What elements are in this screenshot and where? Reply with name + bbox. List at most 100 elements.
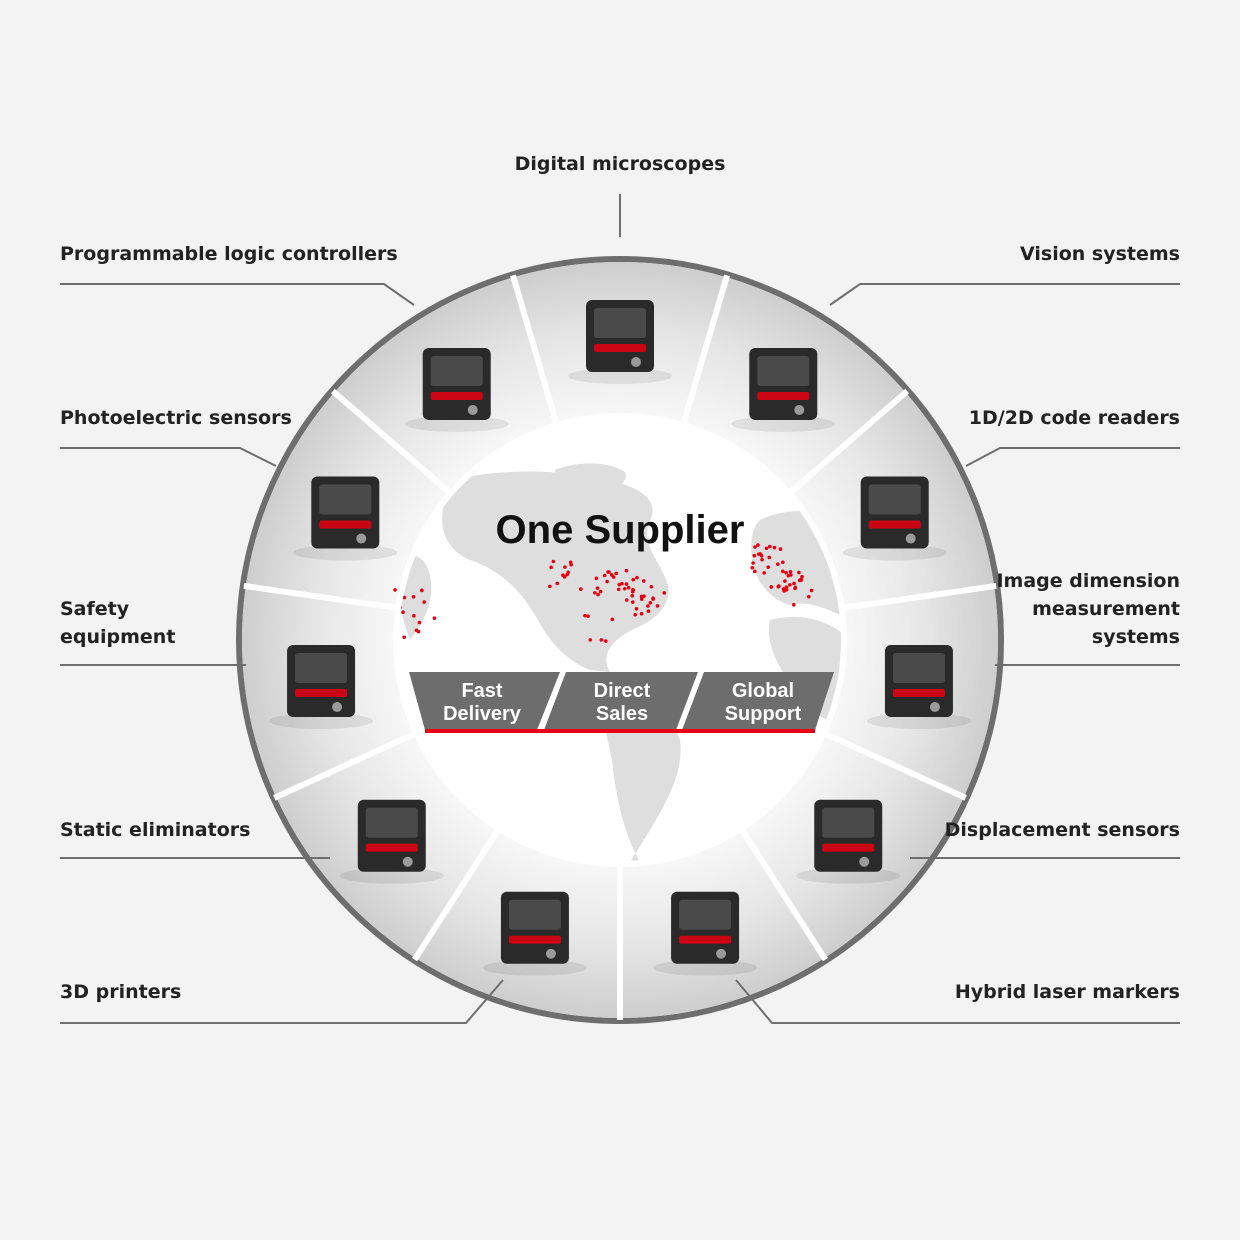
leader-lines [60, 194, 1180, 1024]
separator [330, 388, 453, 496]
office-dot [432, 616, 437, 620]
label-line: Hybrid laser markers [955, 981, 1180, 1003]
separator [243, 582, 399, 612]
office-dot [630, 593, 635, 598]
office-dot [752, 569, 757, 574]
office-dot [605, 579, 609, 584]
office-dot [762, 571, 766, 575]
office-dot [760, 557, 764, 562]
separator [841, 582, 997, 612]
office-dot [662, 591, 667, 595]
office-dot [594, 576, 599, 581]
office-dot [783, 579, 787, 583]
pillar-global-support-bg [682, 672, 834, 730]
office-dot [630, 600, 635, 604]
office-dot [569, 562, 573, 567]
office-dot [555, 581, 560, 586]
separator [510, 274, 560, 426]
office-dot [784, 570, 788, 575]
office-dot [393, 588, 397, 592]
office-dot [759, 553, 764, 558]
center-title: One Supplier [496, 508, 745, 552]
office-dot [624, 568, 629, 573]
pillar-global-support: Global Support [682, 672, 834, 730]
office-dot [756, 543, 760, 547]
office-dot [548, 584, 552, 589]
office-dot [586, 614, 590, 618]
office-dot [614, 571, 618, 576]
plc-icon [404, 347, 509, 432]
map-africa [769, 617, 842, 723]
office-dot [806, 594, 811, 599]
office-dot [782, 589, 787, 593]
label-digital-microscopes: Digital microscopes [515, 153, 726, 175]
office-dot [753, 545, 757, 549]
office-dot [767, 555, 772, 560]
office-dot [624, 582, 629, 586]
office-dot [655, 604, 660, 608]
pillar-fast-delivery-line2: Delivery [443, 703, 522, 725]
office-dot [634, 606, 639, 611]
office-dot [788, 583, 792, 587]
separator [273, 730, 418, 801]
label-line: 3D printers [60, 981, 181, 1003]
office-dot [750, 565, 755, 570]
pillar-direct-sales-line2: Sales [596, 703, 648, 725]
separator [787, 388, 910, 496]
office-dot [598, 589, 603, 594]
pillar-fast-delivery-line1: Fast [461, 680, 502, 702]
office-dot [788, 569, 793, 574]
office-dot [642, 594, 646, 599]
office-dot [402, 595, 407, 600]
office-dot [593, 590, 597, 595]
label-line: 1D/2D code readers [969, 407, 1180, 429]
office-dot [420, 588, 424, 593]
office-dot [579, 587, 583, 591]
leader-plc [60, 283, 415, 306]
office-dot [651, 597, 655, 601]
office-dot [635, 575, 639, 580]
label-line: Safety [60, 598, 130, 620]
office-dot [599, 638, 604, 642]
pillar-band: Fast Delivery Direct Sales Global Suppor… [409, 672, 834, 733]
label-code-readers: 1D/2D code readers [969, 407, 1180, 429]
office-dot [792, 602, 796, 607]
separator [680, 274, 730, 426]
office-dot [607, 570, 611, 574]
office-dot [602, 573, 607, 578]
office-dot [809, 588, 814, 593]
office-dot [622, 587, 627, 591]
office-dot [417, 620, 422, 625]
office-locations [393, 543, 814, 643]
office-dot [778, 547, 783, 551]
ionizer-icon [339, 799, 444, 884]
map-north-america [442, 471, 669, 672]
office-dot [611, 575, 616, 579]
office-dot [588, 638, 593, 642]
office-dot [633, 612, 638, 617]
office-dot [422, 600, 426, 604]
office-dot [411, 595, 416, 599]
label-line: equipment [60, 626, 175, 648]
office-dot [781, 560, 785, 565]
label-static-eliminators: Static eliminators [60, 819, 250, 841]
measurement-system-icon [866, 644, 971, 729]
pillar-direct-sales-bg [544, 672, 698, 730]
office-dot [583, 613, 587, 618]
office-dot [401, 610, 405, 615]
separator [412, 826, 502, 962]
label-line: systems [1092, 626, 1180, 648]
office-dot [549, 565, 553, 570]
label-safety-equipment: Safety equipment [60, 598, 175, 648]
label-line: Image dimension [996, 570, 1180, 592]
office-dot [641, 579, 646, 583]
label-hybrid-laser-markers: Hybrid laser markers [955, 981, 1180, 1003]
office-dot [793, 586, 797, 591]
office-dot [610, 617, 615, 622]
office-dot [646, 609, 651, 613]
office-dot [648, 601, 653, 605]
office-dot [620, 581, 624, 586]
pillar-fast-delivery: Fast Delivery [409, 672, 560, 730]
